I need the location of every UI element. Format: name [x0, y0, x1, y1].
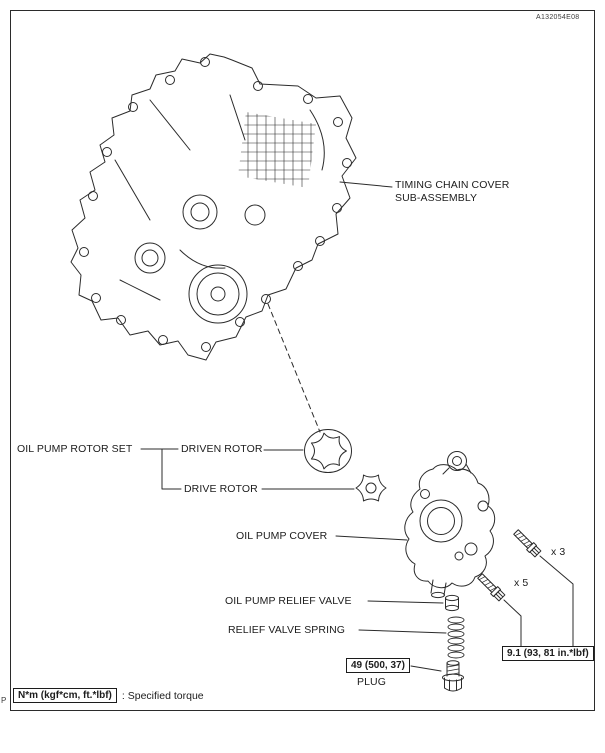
bolt-quantity-x5: x 5	[514, 577, 529, 589]
timing-chain-cover-drawing	[70, 53, 357, 361]
cover-bolt-x3-drawing	[511, 527, 542, 558]
callout-driven-rotor: DRIVEN ROTOR	[181, 443, 263, 455]
callout-oil-pump-rotor-set: OIL PUMP ROTOR SET	[17, 443, 133, 455]
drive-rotor-drawing	[355, 474, 387, 502]
relief-valve-spring-drawing	[447, 616, 465, 659]
callout-timing-chain-cover-line2: SUB-ASSEMBLY	[395, 192, 478, 204]
figure-border	[10, 10, 595, 711]
figure-code: A132054E08	[536, 14, 580, 21]
bolt-quantity-x3: x 3	[551, 546, 566, 558]
page-edge-mark: P	[1, 696, 7, 705]
callout-timing-chain-cover-line1: TIMING CHAIN COVER	[395, 179, 510, 191]
cover-hatch-pattern	[238, 112, 316, 188]
cover-bolt-torque-spec: 9.1 (93, 81 in.*lbf)	[502, 646, 594, 661]
callout-oil-pump-relief-valve: OIL PUMP RELIEF VALVE	[225, 595, 352, 607]
assembly-dashed-line	[267, 303, 321, 433]
torque-legend-description: : Specified torque	[121, 689, 204, 702]
oil-pump-cover-drawing	[404, 451, 496, 599]
torque-unit-box: N*m (kgf*cm, ft.*lbf)	[13, 688, 117, 703]
callout-plug: PLUG	[357, 676, 386, 688]
cover-bolt-x5-drawing	[475, 571, 506, 602]
plug-drawing	[442, 660, 464, 692]
driven-rotor-drawing	[304, 429, 352, 473]
oil-pump-relief-valve-drawing	[445, 594, 459, 612]
leader-lines	[140, 181, 574, 672]
callout-drive-rotor: DRIVE ROTOR	[184, 483, 258, 495]
torque-legend: N*m (kgf*cm, ft.*lbf) : Specified torque	[13, 688, 204, 703]
plug-torque-spec: 49 (500, 37)	[346, 658, 410, 673]
callout-relief-valve-spring: RELIEF VALVE SPRING	[228, 624, 346, 636]
callout-timing-chain-cover: TIMING CHAIN COVER SUB-ASSEMBLY	[395, 179, 509, 205]
callout-oil-pump-cover: OIL PUMP COVER	[236, 530, 328, 542]
